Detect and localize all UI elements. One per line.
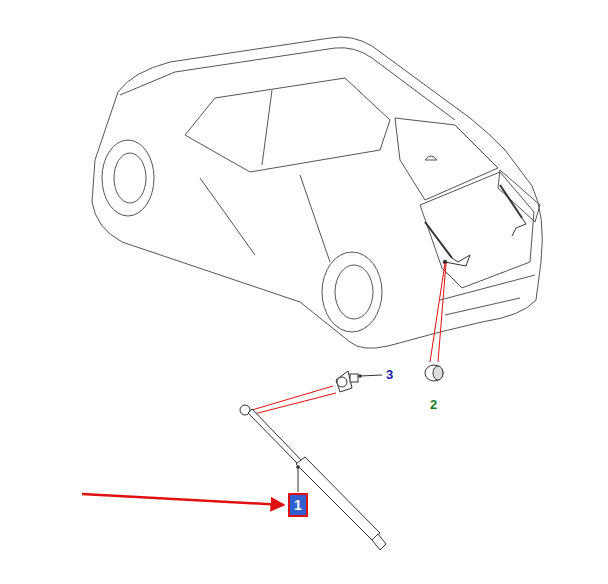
grommet [425,365,443,381]
callout-number: 2 [430,398,437,411]
roof-fin [425,156,437,160]
stud-shank [350,374,358,382]
strut-cylinder [296,457,380,540]
leader-3 [358,374,382,378]
roof-line [120,48,455,120]
leader-stud-a [252,386,333,410]
red-leaders [252,263,446,414]
rear-wheel [322,252,382,332]
leader-grommet-b [438,263,446,362]
car-body [92,37,542,348]
rear-window [395,118,498,200]
front-rim [114,153,146,203]
pointer-arrow [82,494,284,505]
stud-ball [337,377,347,387]
bumper [440,275,535,315]
tail-light [498,170,540,222]
leader-stud-b [254,393,336,414]
callout-number: 3 [386,368,393,381]
leader-grommet-a [430,263,445,362]
strut-rod [248,409,304,466]
front-wheel [102,140,154,216]
leader-line [298,467,299,492]
callout-box: 1 [288,493,308,517]
door-line [200,175,330,262]
grommet-body [425,365,443,381]
side-window [185,78,390,172]
strut-left [425,222,452,258]
gas-strut [240,405,386,550]
callout-number: 1 [294,498,302,512]
grommet-face [433,366,443,380]
leader-line [360,375,382,376]
window-divider [262,90,272,165]
wire-harness [445,218,526,266]
ball-stud [336,371,358,392]
rear-rim [335,265,373,319]
leader-dot [358,374,362,378]
leader-1 [296,465,300,492]
car-struts [425,185,526,266]
tailgate [420,172,534,288]
strut-end-bottom [372,534,386,550]
strut-right [500,185,522,218]
car-outline [92,37,542,348]
